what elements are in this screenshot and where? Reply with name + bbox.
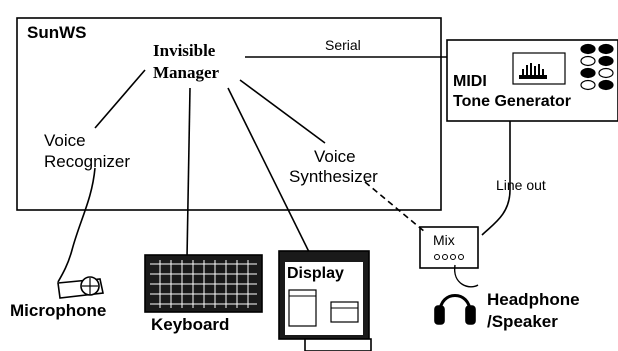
display-label: Display: [287, 265, 344, 282]
keyboard-label: Keyboard: [151, 315, 230, 334]
microphone-cable: [57, 167, 96, 283]
mix-label: Mix: [433, 232, 455, 248]
line-out-label: Line out: [496, 177, 546, 193]
sunws-title: SunWS: [27, 23, 87, 42]
synth-mix-line: [364, 181, 426, 233]
headphone-icon: [434, 294, 476, 325]
manager-synthesizer-line: [239, 79, 326, 144]
manager-label-line1: Invisible: [153, 41, 216, 60]
midi-label-line1: MIDI: [453, 73, 487, 90]
serial-label: Serial: [325, 37, 361, 53]
display-icon: [278, 250, 372, 351]
voice-synthesizer-label-line2: Synthesizer: [289, 167, 378, 186]
voice-synthesizer-label-line1: Voice: [314, 147, 356, 166]
microphone-icon: [57, 276, 104, 299]
manager-label-line2: Manager: [153, 63, 220, 82]
midi-label-line2: Tone Generator: [453, 93, 571, 110]
manager-keyboard-line: [186, 87, 191, 259]
manager-recognizer-line: [94, 69, 146, 129]
headphone-label-line1: Headphone: [487, 290, 580, 309]
midi-panel-icon: [512, 52, 566, 85]
midi-box: [446, 39, 618, 122]
keyboard-icon: [144, 254, 263, 313]
line-out-cable: [481, 121, 511, 236]
sunws-box: [16, 17, 442, 211]
headphone-cable: [454, 264, 479, 288]
manager-display-line: [227, 87, 313, 259]
midi-buttons-icon: [580, 43, 614, 91]
voice-recognizer-label-line2: Recognizer: [44, 152, 130, 171]
voice-recognizer-label-line1: Voice: [44, 131, 86, 150]
microphone-label: Microphone: [10, 301, 107, 320]
mix-box: [419, 226, 479, 269]
headphone-label-line2: /Speaker: [487, 312, 558, 331]
mix-knobs-icon: [434, 254, 464, 260]
